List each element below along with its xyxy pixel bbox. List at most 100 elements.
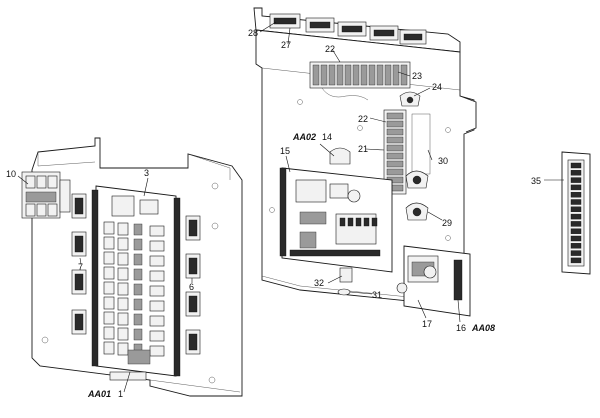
relay: [117, 237, 129, 251]
callout-16: 16: [456, 323, 466, 333]
relay: [117, 312, 129, 326]
chip: [347, 217, 354, 227]
relay-component: [133, 283, 143, 296]
relay-component: [133, 253, 143, 266]
terminal: [570, 213, 582, 220]
terminal: [368, 64, 376, 86]
cable-clamp-24: [399, 91, 421, 107]
assembly-label-aa02: AA02: [292, 132, 316, 142]
callout-22-top: 22: [325, 44, 335, 54]
relay: [103, 236, 115, 250]
callout-7: 7: [78, 262, 83, 272]
relay: [117, 222, 129, 236]
callout-22-mid: 22: [358, 114, 368, 124]
leader-lines: [17, 21, 564, 393]
terminal: [570, 243, 582, 249]
center-panel-assembly: [253, 7, 477, 317]
relay: [149, 330, 165, 342]
terminal: [570, 199, 582, 205]
terminal: [570, 170, 582, 176]
terminal: [392, 64, 400, 86]
terminal: [570, 162, 582, 169]
callout-35: 35: [531, 176, 541, 186]
terminal: [344, 64, 352, 86]
terminal: [570, 221, 582, 227]
terminal: [384, 64, 392, 86]
relay: [117, 282, 129, 296]
cable-clamp-29: [405, 170, 429, 221]
assembly-label-aa01: AA01: [87, 389, 111, 399]
relay: [117, 252, 129, 266]
callout-30: 30: [438, 156, 448, 166]
terminal-strip-35: [561, 151, 591, 275]
callout-1: 1: [118, 389, 123, 399]
callout-32: 32: [314, 278, 324, 288]
callout-29: 29: [442, 218, 452, 228]
terminal: [386, 128, 404, 136]
relay-component: [133, 223, 143, 236]
callout-15: 15: [280, 146, 290, 156]
terminal: [570, 228, 582, 234]
callout-31: 31: [372, 290, 382, 300]
terminal: [360, 64, 368, 86]
terminal: [386, 136, 404, 144]
relay: [117, 297, 129, 311]
relay: [103, 266, 115, 280]
relay: [117, 342, 129, 356]
assembly-label-aa08: AA08: [471, 323, 495, 333]
left-connector-column-7: [71, 193, 87, 335]
transformer-board-aa08: [396, 245, 471, 317]
callout-27: 27: [281, 40, 291, 50]
callout-14: 14: [322, 132, 332, 142]
callout-3: 3: [144, 168, 149, 178]
top-connector-row-27: [269, 13, 427, 45]
callout-23: 23: [412, 71, 422, 81]
relay: [103, 296, 115, 310]
relay-component: [133, 328, 143, 341]
terminal: [570, 184, 582, 191]
terminal: [386, 168, 404, 176]
callout-24: 24: [432, 82, 442, 92]
terminal: [570, 191, 582, 198]
terminal: [570, 250, 582, 256]
terminal: [386, 120, 404, 128]
relay-component: [133, 268, 143, 281]
chip: [339, 217, 346, 227]
relay: [117, 327, 129, 341]
terminal: [570, 257, 582, 264]
chip: [371, 217, 378, 227]
terminal: [386, 144, 404, 152]
relay: [103, 281, 115, 295]
callout-10: 10: [6, 169, 16, 179]
relay-component: [133, 313, 143, 326]
terminal: [570, 235, 582, 242]
terminal: [352, 64, 360, 86]
relay: [149, 225, 165, 237]
relay-board-aa01: [91, 185, 181, 377]
terminal: [312, 64, 320, 86]
relay-component: [133, 298, 143, 311]
terminal: [386, 160, 404, 168]
terminal: [336, 64, 344, 86]
relay: [149, 255, 165, 267]
callout-6: 6: [189, 282, 194, 292]
control-board-aa02: [279, 167, 393, 273]
callout-28: 28: [248, 28, 258, 38]
left-panel-assembly: [21, 137, 243, 397]
terminal: [570, 177, 582, 183]
callout-17: 17: [422, 319, 432, 329]
relay: [149, 240, 165, 252]
terminal: [386, 152, 404, 160]
relay: [103, 221, 115, 235]
relay: [149, 270, 165, 282]
callout-21: 21: [358, 144, 368, 154]
relay: [149, 345, 165, 357]
relay: [103, 326, 115, 340]
contactor-10: [21, 171, 71, 219]
chip: [355, 217, 362, 227]
terminal: [328, 64, 336, 86]
relay: [103, 311, 115, 325]
callout-labels: 10 3 7 6 AA01 1 28 27 22 23 24 22 AA02 1…: [6, 28, 541, 399]
right-connector-column-6: [185, 215, 201, 355]
